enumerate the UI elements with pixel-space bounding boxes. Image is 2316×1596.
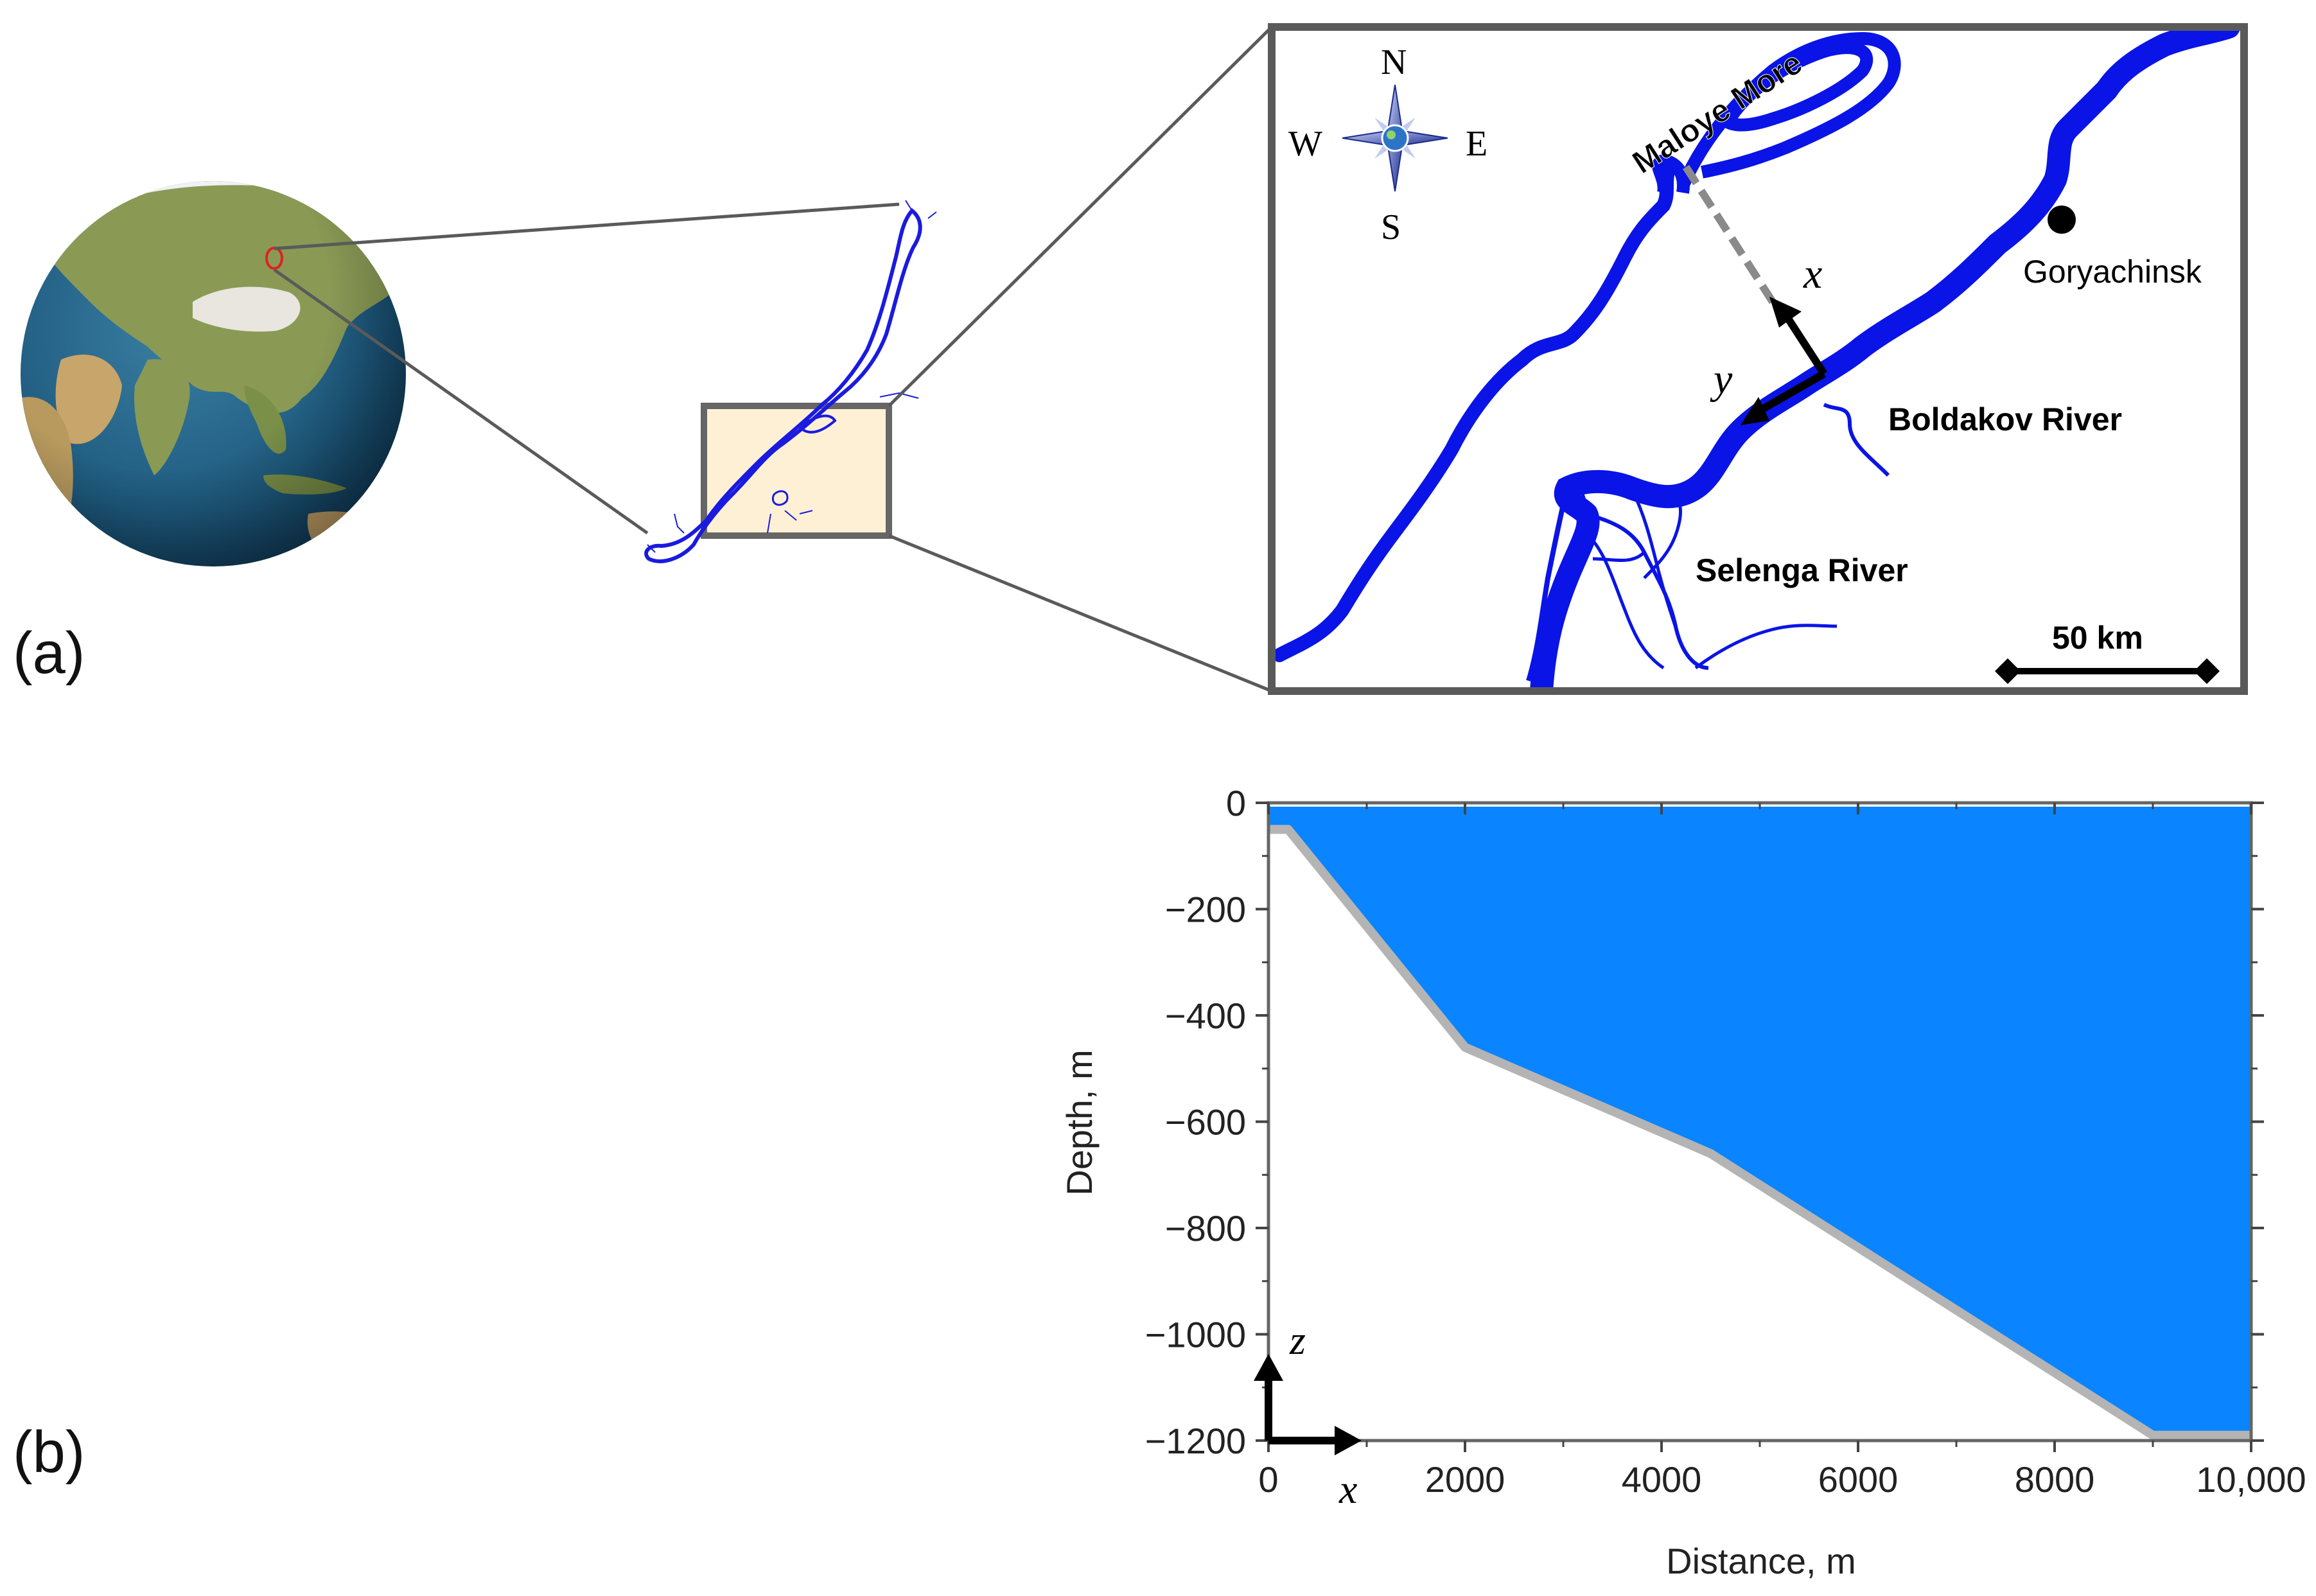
y-tick-label: 0 [1226,783,1246,823]
coordinate-axis-x-label: x [1338,1466,1357,1512]
y-tick-label: −600 [1165,1102,1246,1143]
scale-bar [1995,658,2220,684]
inset-map: x y N S W E Maloye More Goryachinsk Bold… [1268,23,2248,695]
water-area [1268,807,2251,1435]
goryachinsk-label: Goryachinsk [2023,254,2202,290]
panel-label-a: (a) [13,620,85,686]
compass-n: N [1381,42,1407,82]
selenga-river-label: Selenga River [1696,552,1908,588]
x-axis: 0 2000 4000 6000 8000 10,000 [1258,803,2306,1500]
depth-profile-chart: 0 2000 4000 6000 8000 10,000 0 −200 −400 −600 −80… [1059,783,2306,1581]
boldakov-river-label: Boldakov River [1888,401,2122,437]
inset-axis-y-label: y [1710,356,1733,403]
x-tick-label: 4000 [1622,1459,1702,1500]
x-tick-label: 0 [1258,1459,1278,1500]
lake-bottom-line [1268,825,2251,1440]
globe [21,181,406,566]
chart-area-fill [1268,807,2251,1440]
compass-e: E [1466,124,1487,164]
inset-frame [1268,23,2248,695]
x-tick-label: 2000 [1425,1459,1505,1500]
connector-line [274,202,900,250]
panel-label-b: (b) [13,1419,85,1485]
y-tick-label: −1200 [1145,1421,1246,1461]
y-tick-label: −1000 [1145,1315,1246,1355]
overview-highlight-box [701,403,892,539]
compass-rose: N S W E [1288,42,1487,247]
connector-line [888,26,1273,407]
x-tick-label: 10,000 [2196,1459,2306,1500]
local-axes-arrows [1741,297,1828,425]
inset-axis-x-label: x [1803,250,1822,297]
coordinate-axes-arrows [1254,1354,1362,1455]
x-tick-label: 8000 [2015,1459,2095,1500]
y-tick-label: −200 [1165,890,1246,930]
coordinate-axis-z-label: z [1289,1317,1306,1363]
goryachinsk-marker [2048,206,2076,234]
y-tick-label: −800 [1165,1208,1246,1249]
y-axis-title: Depth, m [1059,1049,1100,1195]
baikal-overview-map [644,200,937,563]
scale-bar-label: 50 km [2052,620,2143,656]
compass-s: S [1381,207,1401,247]
x-axis-title: Distance, m [1666,1541,1856,1581]
y-tick-label: −400 [1165,995,1246,1036]
y-axis: 0 −200 −400 −600 −800 −1000 −1200 [1145,783,2264,1461]
connector-line [888,534,1272,693]
x-tick-label: 6000 [1818,1459,1899,1500]
connector-line [273,268,649,535]
compass-w: W [1288,124,1322,164]
